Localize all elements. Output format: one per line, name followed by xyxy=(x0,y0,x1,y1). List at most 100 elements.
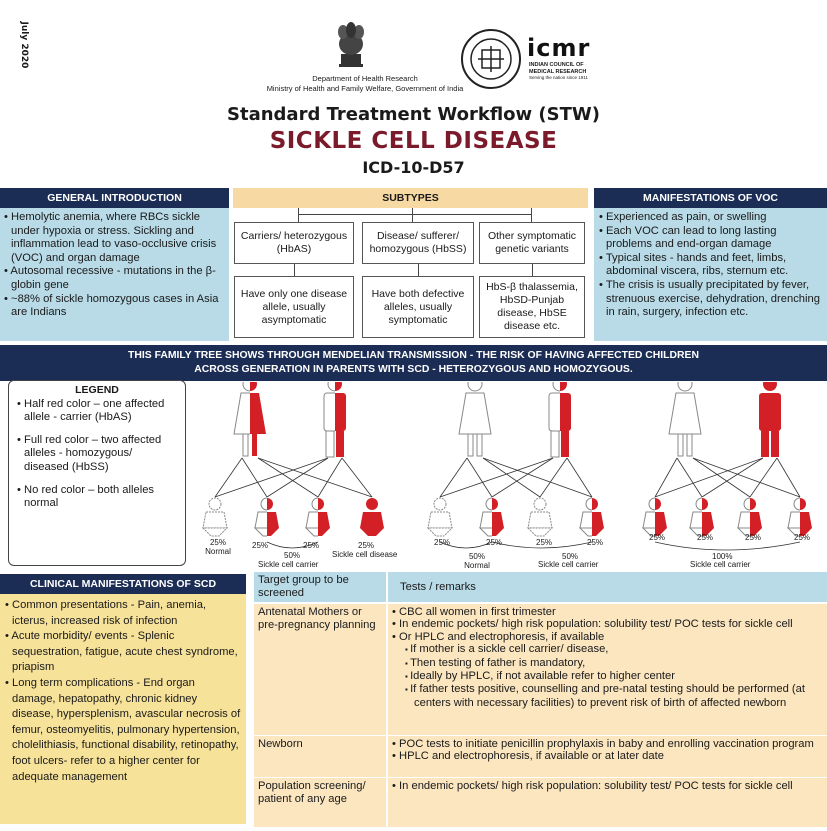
pct-label: 25% xyxy=(486,538,503,547)
parent-female-normal xyxy=(458,382,492,457)
table-row: Population screening/ patient of any age… xyxy=(254,777,827,827)
subtype-variants: Other symptomatic genetic variants xyxy=(479,222,585,264)
parent-male-carrier xyxy=(323,382,346,458)
icmr-tagline: Serving the nation since 1911 xyxy=(529,75,588,80)
department-block: Department of Health Research Ministry o… xyxy=(240,74,490,94)
connector xyxy=(298,208,299,222)
voc-panel: Experienced as pain, or swelling Each VO… xyxy=(594,208,827,341)
table-header-tests: Tests / remarks xyxy=(387,572,827,604)
icmr-sub2: MEDICAL RESEARCH xyxy=(529,68,587,75)
child-carrier xyxy=(787,497,812,537)
list-item: Autosomal recessive - mutations in the β… xyxy=(4,265,225,292)
banner-line2: ACROSS GENERATION IN PARENTS WITH SCD - … xyxy=(194,364,633,375)
child-diseased xyxy=(360,498,384,536)
family-tree-1 xyxy=(202,382,384,537)
pct-label: 25% xyxy=(536,538,553,547)
grouping-braces xyxy=(266,541,801,551)
voc-heading: MANIFESTATIONS OF VOC xyxy=(594,188,827,208)
department-name: Department of Health Research xyxy=(312,74,418,83)
general-intro-panel: Hemolytic anemia, where RBCs sickle unde… xyxy=(0,208,229,341)
subtype-homozygous-desc: Have both defective alleles, usually sym… xyxy=(362,276,474,338)
pct-label: 25% xyxy=(434,538,451,547)
tree-label: Sickle cell carrier xyxy=(258,560,319,569)
pct-label: 25% xyxy=(745,533,762,542)
list-item: POC tests to initiate penicillin prophyl… xyxy=(392,738,823,750)
child-carrier xyxy=(254,497,279,537)
clinical-heading: CLINICAL MANIFESTATIONS OF SCD xyxy=(0,574,246,594)
row-group: Population screening/ patient of any age xyxy=(254,777,388,827)
child-normal xyxy=(527,497,553,537)
legend-item-normal: No red color – both alleles normal xyxy=(17,484,177,511)
clinical-panel: Common presentations - Pain, anemia, ict… xyxy=(0,594,246,824)
voc-list: Experienced as pain, or swelling Each VO… xyxy=(599,211,822,320)
table-row: Antenatal Mothers or pre-pregnancy plann… xyxy=(254,603,827,736)
pct-label: 100% xyxy=(712,552,733,561)
tree-label: 50%Normal xyxy=(464,552,490,570)
pct-label: 25% xyxy=(794,533,811,542)
sub-item: Ideally by HPLC, if not available refer … xyxy=(392,670,823,683)
clinical-list: Common presentations - Pain, anemia, ict… xyxy=(5,598,241,785)
row-group: Newborn xyxy=(254,735,388,778)
family-tree-2 xyxy=(427,382,604,537)
inheritance-arrows xyxy=(214,457,373,498)
list-item: In endemic pockets/ high risk population… xyxy=(392,780,823,792)
pct-label: 25% xyxy=(587,538,604,547)
pct-label: 25% xyxy=(649,533,666,542)
icmr-sub1: INDIAN COUNCIL OF xyxy=(529,62,584,68)
parent-female-carrier xyxy=(233,382,266,457)
family-tree-diagram xyxy=(202,382,812,551)
child-carrier xyxy=(579,497,604,537)
list-item: Common presentations - Pain, anemia, ict… xyxy=(5,598,241,629)
banner-line1: THIS FAMILY TREE SHOWS THROUGH MENDELIAN… xyxy=(128,350,699,361)
list-item: Or HPLC and electrophoresis, if availabl… xyxy=(392,631,823,643)
disease-title: SICKLE CELL DISEASE xyxy=(269,128,558,154)
sub-item: If mother is a sickle cell carrier/ dise… xyxy=(392,643,823,656)
child-normal xyxy=(202,497,228,537)
date-label: July 2020 xyxy=(19,21,29,69)
family-tree-3 xyxy=(642,382,812,537)
general-intro-heading: GENERAL INTRODUCTION xyxy=(0,188,229,208)
parent-female-normal xyxy=(668,382,702,457)
pct-label: 50% xyxy=(284,551,301,560)
list-item: HPLC and electrophoresis, if available o… xyxy=(392,750,823,762)
row-tests: In endemic pockets/ high risk population… xyxy=(387,777,827,827)
child-carrier xyxy=(479,497,504,537)
subtype-variants-desc: HbS-β thalassemia, HbSD-Punjab disease, … xyxy=(479,276,585,338)
general-intro-list: Hemolytic anemia, where RBCs sickle unde… xyxy=(4,211,225,320)
page-title: Standard Treatment Workflow (STW) xyxy=(227,104,600,125)
pct-label: 50% xyxy=(562,552,579,561)
subtype-homozygous: Disease/ sufferer/ homozygous (HbSS) xyxy=(362,222,474,264)
legend-item-diseased: Full red color – two affected alleles - … xyxy=(17,434,177,475)
parent-male-diseased xyxy=(759,382,781,457)
row-tests: CBC all women in first trimester In ende… xyxy=(387,603,827,736)
tests-table: Target group to be screened Tests / rema… xyxy=(254,572,827,827)
table-header-group: Target group to be screened xyxy=(254,572,388,604)
icd-code: ICD-10-D57 xyxy=(362,158,465,177)
icmr-fullname: INDIAN COUNCIL OF MEDICAL RESEARCH Servi… xyxy=(529,62,588,82)
legend-heading: LEGEND xyxy=(75,384,119,396)
tree-label: Sickle cell carrier xyxy=(538,560,599,569)
child-carrier xyxy=(642,497,667,537)
row-tests: POC tests to initiate penicillin prophyl… xyxy=(387,735,827,778)
icmr-seal-icon xyxy=(461,29,521,89)
list-item: Hemolytic anemia, where RBCs sickle unde… xyxy=(4,211,225,265)
pct-label: 25%Normal xyxy=(205,538,231,556)
child-normal xyxy=(427,497,453,537)
inheritance-arrows xyxy=(439,457,593,498)
tree-label: Sickle cell carrier xyxy=(690,560,751,569)
list-item: Acute morbidity/ events - Splenic seques… xyxy=(5,629,241,676)
list-item: Long term complications - End organ dama… xyxy=(5,676,241,785)
subtype-carrier: Carriers/ heterozygous (HbAS) xyxy=(234,222,354,264)
pct-label: 25% xyxy=(358,541,375,550)
tests-table-wrap: Target group to be screened Tests / rema… xyxy=(254,572,827,831)
legend-box: LEGEND Half red color – one affected all… xyxy=(8,380,186,566)
subtype-carrier-desc: Have only one disease allele, usually as… xyxy=(234,276,354,338)
inheritance-arrows xyxy=(654,457,801,498)
child-carrier xyxy=(737,497,762,537)
sub-item: Then testing of father is mandatory, xyxy=(392,657,823,670)
family-tree-banner: THIS FAMILY TREE SHOWS THROUGH MENDELIAN… xyxy=(0,345,827,381)
pct-label: 25% xyxy=(252,541,269,550)
icmr-logo: icmr xyxy=(527,34,591,62)
tree-label: Sickle cell disease xyxy=(332,550,398,559)
connector xyxy=(532,264,533,276)
